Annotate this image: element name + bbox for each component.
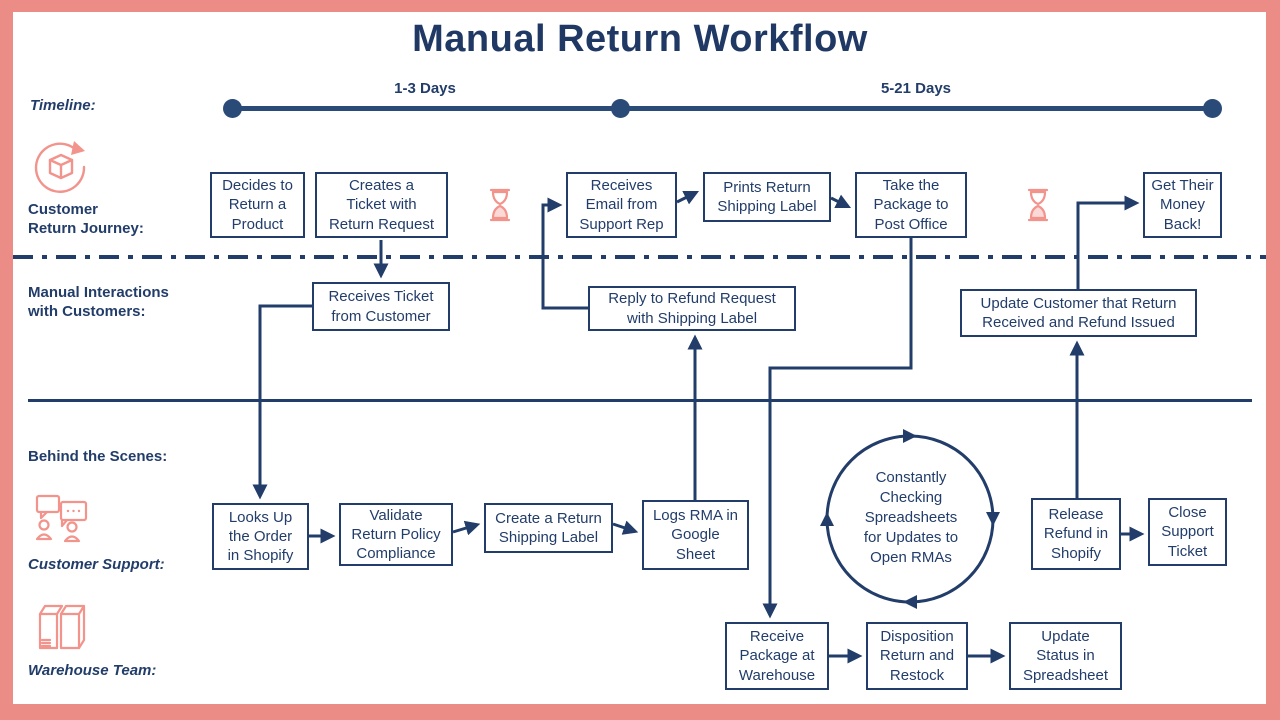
node-decides-to-return: Decides to Return a Product xyxy=(210,172,305,238)
timeline-dot-end xyxy=(1203,99,1222,118)
chat-support-icon xyxy=(34,492,92,550)
lane-label-customer-support: Customer Support: xyxy=(28,556,165,573)
timeline-dot-start xyxy=(223,99,242,118)
node-get-money-back: Get Their Money Back! xyxy=(1143,172,1222,238)
node-validate-policy: Validate Return Policy Compliance xyxy=(339,503,453,566)
warehouse-boxes-icon xyxy=(36,598,90,654)
node-logs-rma: Logs RMA in Google Sheet xyxy=(642,500,749,570)
package-return-icon xyxy=(34,138,90,194)
hourglass-icon xyxy=(1026,186,1050,224)
node-update-status: Update Status in Spreadsheet xyxy=(1009,622,1122,690)
lane-label-manual-interactions: Manual Interactions with Customers: xyxy=(28,284,169,320)
timeline-segment-1-label: 1-3 Days xyxy=(394,80,456,97)
timeline-label: Timeline: xyxy=(30,97,96,114)
node-looks-up-order: Looks Up the Order in Shopify xyxy=(212,503,309,570)
node-close-ticket: Close Support Ticket xyxy=(1148,498,1227,566)
lane-label-customer-return-journey: Customer Return Journey: xyxy=(28,201,144,237)
slide-background xyxy=(13,12,1266,704)
node-disposition: Disposition Return and Restock xyxy=(866,622,968,690)
node-release-refund: Release Refund in Shopify xyxy=(1031,498,1121,570)
timeline-dot-middle xyxy=(611,99,630,118)
node-receives-email: Receives Email from Support Rep xyxy=(566,172,677,238)
node-reply-refund: Reply to Refund Request with Shipping La… xyxy=(588,286,796,331)
timeline-segment-2-label: 5-21 Days xyxy=(880,80,952,97)
lane-label-warehouse-team: Warehouse Team: xyxy=(28,662,157,679)
node-update-customer: Update Customer that Return Received and… xyxy=(960,289,1197,337)
lane-label-behind-the-scenes: Behind the Scenes: xyxy=(28,448,168,465)
cycle-label: Constantly Checking Spreadsheets for Upd… xyxy=(863,469,959,566)
timeline-line xyxy=(232,106,1212,111)
node-creates-ticket: Creates a Ticket with Return Request xyxy=(315,172,448,238)
node-receives-ticket: Receives Ticket from Customer xyxy=(312,282,450,331)
node-prints-label: Prints Return Shipping Label xyxy=(703,172,831,222)
node-receive-package: Receive Package at Warehouse xyxy=(725,622,829,690)
customer-lane-separator xyxy=(13,255,1266,259)
node-take-package: Take the Package to Post Office xyxy=(855,172,967,238)
behind-the-scenes-separator xyxy=(28,399,1252,402)
node-create-label: Create a Return Shipping Label xyxy=(484,503,613,553)
hourglass-icon xyxy=(488,186,512,224)
page-title: Manual Return Workflow xyxy=(412,18,868,60)
